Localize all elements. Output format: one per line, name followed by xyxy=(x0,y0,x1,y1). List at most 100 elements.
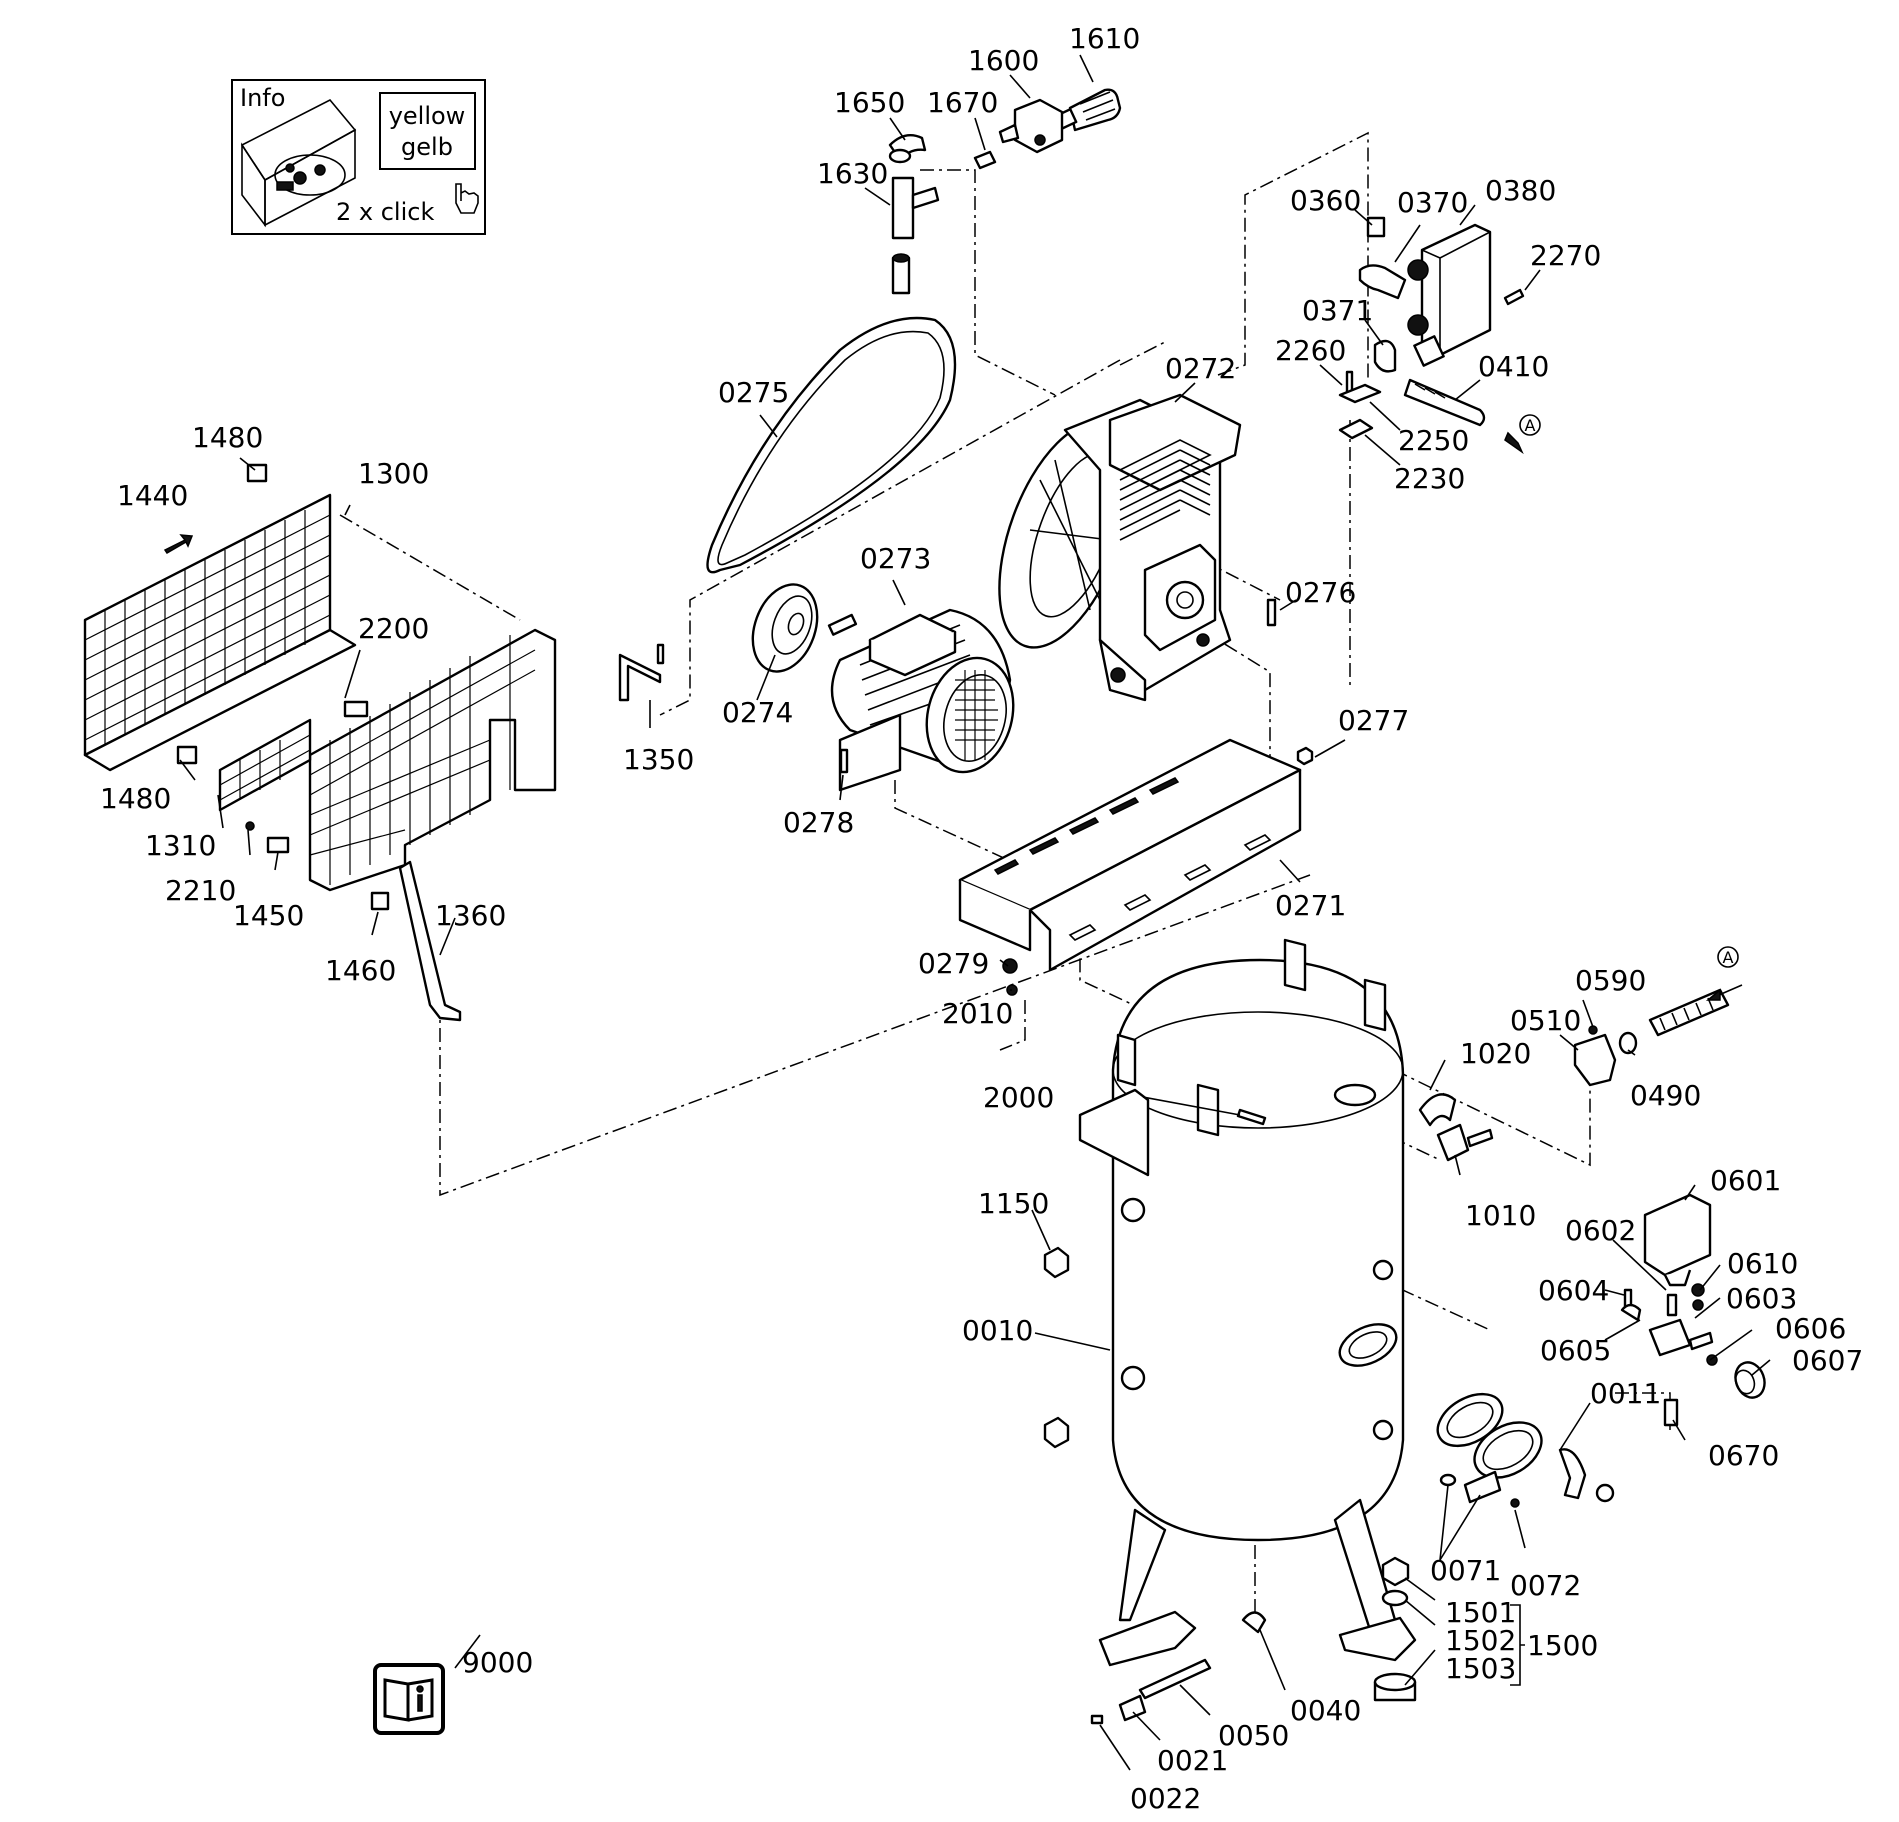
part-0272-compressor-pump[interactable] xyxy=(973,393,1242,702)
callout-1500: 1500 xyxy=(1527,1629,1598,1662)
part-inlet-pipe[interactable] xyxy=(1648,988,1730,1037)
part-1670-nipple[interactable] xyxy=(973,150,997,170)
callout-0040: 0040 xyxy=(1290,1694,1361,1727)
part-0605-elbow[interactable] xyxy=(1620,1303,1642,1322)
part-2210-screw[interactable] xyxy=(245,821,255,831)
part-0490-washer[interactable] xyxy=(1618,1031,1638,1055)
part-1502-washer[interactable] xyxy=(1381,1589,1409,1607)
part-0380-pressure-switch[interactable] xyxy=(1413,223,1492,367)
callout-9000: 9000 xyxy=(462,1646,533,1679)
part-0371-elbow[interactable] xyxy=(1373,339,1397,373)
part-0410-pipe[interactable] xyxy=(1403,378,1486,427)
part-1300-belt-guard[interactable] xyxy=(83,493,557,892)
info-hint: 2 x click xyxy=(336,198,434,226)
info-thumbnail xyxy=(240,98,357,228)
part-1630-tee[interactable] xyxy=(891,176,940,295)
part-distributor-cross[interactable] xyxy=(1648,1318,1714,1357)
part-0670-fitting[interactable] xyxy=(1663,1398,1679,1427)
callout-0602: 0602 xyxy=(1565,1214,1636,1247)
callout-0272: 0272 xyxy=(1165,352,1236,385)
part-1610-filter[interactable] xyxy=(1054,88,1122,132)
part-0271-base-plate[interactable] xyxy=(958,738,1302,972)
callout-0410: 0410 xyxy=(1478,350,1549,383)
part-1440-arrow xyxy=(163,534,194,555)
callout-0022: 0022 xyxy=(1130,1782,1201,1815)
callout-0601: 0601 xyxy=(1710,1164,1781,1197)
part-1020-elbow[interactable] xyxy=(1418,1093,1457,1127)
callout-0604: 0604 xyxy=(1538,1274,1609,1307)
part-2200-clip[interactable] xyxy=(343,700,369,718)
part-1310-guard-panel[interactable] xyxy=(218,718,312,812)
part-0279-nut[interactable] xyxy=(1002,958,1018,974)
part-0590-plug[interactable] xyxy=(1588,1025,1598,1035)
part-0601-pressure-switch[interactable] xyxy=(1643,1193,1712,1287)
part-0610-nut[interactable] xyxy=(1691,1283,1705,1297)
part-2250-bracket[interactable] xyxy=(1338,383,1382,404)
callout-2250: 2250 xyxy=(1398,424,1469,457)
callout-2230: 2230 xyxy=(1394,462,1465,495)
callout-1020: 1020 xyxy=(1460,1037,1531,1070)
part-0360-plug[interactable] xyxy=(1366,216,1386,238)
part-0022-nipple[interactable] xyxy=(1090,1714,1104,1725)
part-1460-spacer[interactable] xyxy=(370,891,390,911)
part-0050-pipe[interactable] xyxy=(1138,1658,1212,1700)
callout-0274: 0274 xyxy=(722,696,793,729)
part-1650-elbow[interactable] xyxy=(888,134,927,164)
part-0275-belt[interactable] xyxy=(706,316,957,574)
part-1010-valve[interactable] xyxy=(1436,1123,1494,1162)
part-2230-clip[interactable] xyxy=(1338,418,1374,440)
callout-0279: 0279 xyxy=(918,947,989,980)
callout-1480-bottom: 1480 xyxy=(100,782,171,815)
part-1450-clip[interactable] xyxy=(266,836,290,854)
callout-1010: 1010 xyxy=(1465,1199,1536,1232)
part-1480-clip-bottom[interactable] xyxy=(176,745,198,765)
part-0010-air-tank[interactable] xyxy=(1078,938,1417,1667)
part-0071-bolt[interactable] xyxy=(1439,1470,1502,1504)
part-1503-rubber-foot[interactable] xyxy=(1373,1672,1417,1702)
part-0277-nut[interactable] xyxy=(1296,746,1314,766)
svg-text:A: A xyxy=(1723,948,1734,967)
part-2260-screw[interactable] xyxy=(1345,370,1354,394)
callout-0271: 0271 xyxy=(1275,889,1346,922)
part-0273-motor[interactable] xyxy=(827,608,1026,792)
part-0278-screw[interactable] xyxy=(839,748,849,774)
callout-2010: 2010 xyxy=(942,997,1013,1030)
part-1501-nut[interactable] xyxy=(1381,1556,1410,1587)
part-1600-valve-block[interactable] xyxy=(998,98,1064,154)
part-0040-elbow[interactable] xyxy=(1241,1611,1267,1634)
part-1150-plug[interactable] xyxy=(1043,1246,1070,1279)
callout-0277: 0277 xyxy=(1338,704,1409,737)
part-2270-screw[interactable] xyxy=(1503,288,1525,306)
callout-0273: 0273 xyxy=(860,542,931,575)
part-1350-bracket[interactable] xyxy=(618,643,665,702)
callout-1630: 1630 xyxy=(817,157,888,190)
callout-0490: 0490 xyxy=(1630,1079,1701,1112)
info-box[interactable]: Info yellow gelb 2 x click xyxy=(231,79,486,235)
part-0274-pulley[interactable] xyxy=(741,575,828,680)
callout-1150: 1150 xyxy=(978,1187,1049,1220)
callout-1350: 1350 xyxy=(623,743,694,776)
color-label-en: yellow xyxy=(389,102,466,130)
part-0276-screw[interactable] xyxy=(1266,598,1277,627)
part-1150b-plug[interactable] xyxy=(1043,1416,1070,1449)
callout-1502: 1502 xyxy=(1445,1624,1516,1657)
marker-a-top: A xyxy=(1504,414,1541,455)
callout-0360: 0360 xyxy=(1290,184,1361,217)
part-0021-valve[interactable] xyxy=(1118,1694,1147,1722)
callout-0010: 0010 xyxy=(962,1314,1033,1347)
callout-0370: 0370 xyxy=(1397,186,1468,219)
callout-0380: 0380 xyxy=(1485,174,1556,207)
part-0370-elbow[interactable] xyxy=(1358,259,1429,336)
callout-1670: 1670 xyxy=(927,86,998,119)
part-9000-manual-book-icon[interactable] xyxy=(373,1663,445,1735)
callout-0607: 0607 xyxy=(1792,1344,1863,1377)
part-0603-nut[interactable] xyxy=(1692,1299,1704,1311)
part-0510-check-valve[interactable] xyxy=(1573,1033,1617,1087)
callout-labels: 1610 1600 1650 1670 1630 0360 0370 0380 … xyxy=(100,22,1863,1815)
part-0602-nipple[interactable] xyxy=(1666,1293,1678,1317)
part-0011-cover[interactable] xyxy=(1429,1383,1615,1503)
part-1360-strut[interactable] xyxy=(398,860,462,1022)
part-0072-screw[interactable] xyxy=(1510,1498,1520,1508)
callout-0610: 0610 xyxy=(1727,1247,1798,1280)
